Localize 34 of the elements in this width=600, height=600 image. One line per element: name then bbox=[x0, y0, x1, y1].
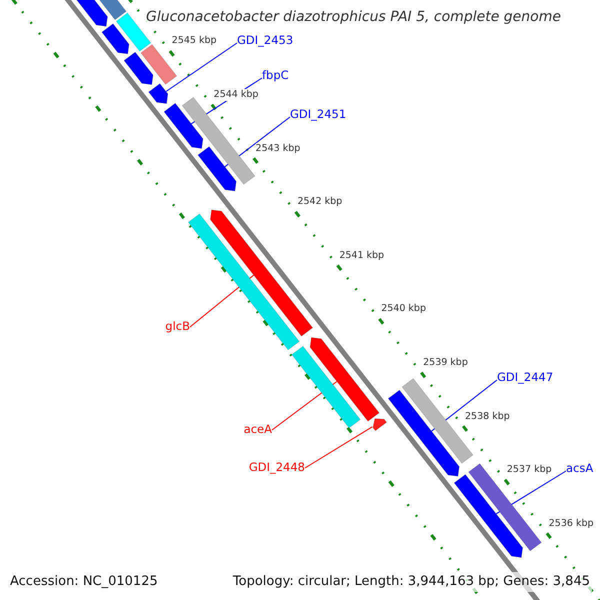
scale-label: 2542 kbp bbox=[297, 196, 342, 208]
gene-segment bbox=[291, 346, 361, 428]
scale-label: 2539 kbp bbox=[423, 356, 468, 369]
gene-label: GDI_2451 bbox=[290, 106, 346, 122]
scale-label: 2538 kbp bbox=[465, 410, 510, 422]
gene-label: glcB bbox=[165, 318, 190, 334]
gene-segment bbox=[388, 390, 460, 477]
gene-segment bbox=[372, 418, 387, 432]
scale-label: 2545 kbp bbox=[172, 35, 217, 48]
scale-label: 2537 kbp bbox=[506, 464, 552, 476]
scale-label: 2540 kbp bbox=[381, 303, 426, 316]
scale-label: 2541 kbp bbox=[339, 250, 384, 262]
gene-segment bbox=[198, 146, 237, 192]
scale-label: 2544 kbp bbox=[214, 88, 258, 101]
gene-label: GDI_2448 bbox=[248, 459, 305, 475]
gene-segment bbox=[101, 23, 130, 54]
gene-label: acsA bbox=[566, 460, 594, 476]
gene-label: fbpC bbox=[262, 67, 289, 83]
scale-label: 2543 kbp bbox=[256, 142, 300, 155]
leader-line bbox=[304, 426, 373, 468]
gene-label: GDI_2453 bbox=[237, 32, 294, 48]
footer-text: Topology: circular; Length: 3,944,163 bp; Genes: 3,845 bbox=[230, 572, 592, 592]
scale-label: 2536 kbp bbox=[548, 518, 594, 530]
gene-segment bbox=[188, 213, 300, 350]
gene-label: GDI_2447 bbox=[497, 369, 554, 385]
gene-segment bbox=[210, 209, 314, 337]
leader-line bbox=[166, 42, 238, 92]
gene-segment bbox=[124, 52, 154, 85]
gene-segment bbox=[310, 337, 380, 422]
gene-segment bbox=[454, 474, 523, 558]
gene-label: aceA bbox=[244, 421, 272, 437]
gene-segment bbox=[164, 102, 204, 149]
gene-segment bbox=[148, 83, 168, 104]
gene-segment bbox=[140, 44, 178, 85]
